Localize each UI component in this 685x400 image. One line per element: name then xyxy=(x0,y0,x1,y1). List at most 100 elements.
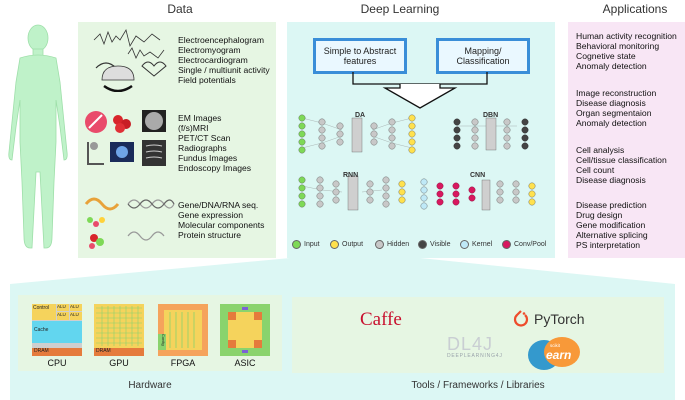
application-item: Organ segmentaion xyxy=(576,108,652,118)
cpu-diagram: Control ALU ALU ALU ALU Cache DRAM xyxy=(32,304,82,356)
legend-visible: Visible xyxy=(418,240,451,249)
signal-item: Electromyogram xyxy=(178,45,241,55)
legend-conv-pool: Conv/Pool xyxy=(502,240,546,249)
scikit-learn-logo: scikit earn xyxy=(528,337,580,371)
dbn-network xyxy=(453,117,529,151)
application-item: Image reconstruction xyxy=(576,88,657,98)
legend-visible-swatch xyxy=(418,240,427,249)
legend-input-swatch xyxy=(292,240,301,249)
cpu-control-label: Control xyxy=(33,305,50,311)
signal-item: Electrocardiogram xyxy=(178,55,248,65)
image-item: (f/s)MRI xyxy=(178,123,209,133)
signal-item: Single / multiunit activity xyxy=(178,65,270,75)
gpu-diagram: DRAM xyxy=(94,304,144,356)
mapping-classification-box: Mapping/ Classification xyxy=(436,38,530,74)
deep-learning-section-title: Deep Learning xyxy=(360,2,440,16)
hardware-caption: Hardware xyxy=(128,380,172,391)
sequence-item: Molecular components xyxy=(178,220,265,230)
simple-to-abstract-box: Simple to Abstract features xyxy=(313,38,407,74)
legend-output-label: Output xyxy=(342,241,364,248)
pytorch-flame-icon xyxy=(513,310,529,327)
cpu-alu-label: ALU xyxy=(70,312,79,317)
data-panel xyxy=(78,22,276,258)
asic-io xyxy=(242,350,248,353)
data-section-title: Data xyxy=(167,2,193,16)
rnn-network xyxy=(298,175,406,211)
legend-input: Input xyxy=(292,240,320,249)
cpu-label: CPU xyxy=(47,358,67,368)
cpu-alu-3: ALU xyxy=(57,312,69,320)
dl4j-label: DL4J xyxy=(447,334,494,354)
legend-hidden-swatch xyxy=(375,240,384,249)
tools-caption: Tools / Frameworks / Libraries xyxy=(411,380,545,391)
networks-diagram xyxy=(298,114,536,211)
legend-kernel-swatch xyxy=(460,240,469,249)
brain-signal-icon xyxy=(101,65,135,92)
asic-block xyxy=(254,312,262,320)
cpu-alu-2: ALU xyxy=(70,304,82,311)
da-label: DA xyxy=(355,112,366,119)
cpu-alu-label: ALU xyxy=(57,312,66,317)
application-item: PS interpretation xyxy=(576,240,641,250)
dl4j-sublabel: DEEPLEARNING4J xyxy=(447,353,503,359)
cpu-cache-label: Cache xyxy=(34,327,49,333)
sequence-item: Protein structure xyxy=(178,230,242,240)
application-item: Cell analysis xyxy=(576,145,625,155)
sequence-item: Gene/DNA/RNA seq. xyxy=(178,200,259,210)
cpu-control: Control xyxy=(32,304,56,320)
applications-section-title: Applications xyxy=(602,2,668,16)
application-item: Cognetive state xyxy=(576,51,636,61)
cpu-alu-label: ALU xyxy=(70,304,79,309)
caffe-logo: Caffe xyxy=(360,309,402,330)
gpu-dram: DRAM xyxy=(94,348,144,356)
tools-panel xyxy=(292,297,664,373)
image-item: EM Images xyxy=(178,113,222,123)
applications-panel xyxy=(568,22,685,258)
legend-hidden-label: Hidden xyxy=(387,241,410,248)
image-item: Radiographs xyxy=(178,143,227,153)
sequence-item: Gene expression xyxy=(178,210,243,220)
image-item: Endoscopy Images xyxy=(178,163,252,173)
asic-block xyxy=(228,312,236,320)
fpga-grid xyxy=(169,312,195,348)
application-item: Disease prediction xyxy=(576,200,647,210)
signal-item: Field potentials xyxy=(178,75,236,85)
legend-kernel-label: Kernel xyxy=(472,241,493,248)
legend-conv-pool-label: Conv/Pool xyxy=(514,241,547,248)
pytorch-label: PyTorch xyxy=(534,311,585,327)
cnn-network xyxy=(420,178,536,211)
fpga-config-label: Config xyxy=(161,334,166,346)
down-arrow-icon xyxy=(352,72,488,109)
fpga-diagram: Config xyxy=(158,304,208,356)
asic-diagram xyxy=(220,304,270,356)
legend-hidden: Hidden xyxy=(375,240,409,249)
cpu-dram-label: DRAM xyxy=(34,348,49,354)
gpu-dram-label: DRAM xyxy=(96,348,111,354)
asic-io xyxy=(242,307,248,310)
rnn-label: RNN xyxy=(343,172,359,179)
asic-label: ASIC xyxy=(234,358,256,368)
dbn-label: DBN xyxy=(483,112,499,119)
application-item: Drug design xyxy=(576,210,623,220)
application-item: Behavioral monitoring xyxy=(576,41,660,51)
eeg-signal-icon xyxy=(93,28,167,77)
cpu-alu-4: ALU xyxy=(70,312,82,320)
da-network xyxy=(298,114,416,154)
image-item: Fundus Images xyxy=(178,153,238,163)
legend-input-label: Input xyxy=(304,241,320,248)
application-item: Cell/tissue classification xyxy=(576,155,667,165)
asic-block xyxy=(228,340,236,348)
dna-sequence-icons xyxy=(84,197,175,249)
scikit-learn-scikit-text: scikit xyxy=(550,343,560,348)
legend-visible-label: Visible xyxy=(430,241,451,248)
application-item: Human activity recognition xyxy=(576,31,677,41)
application-item: Anomaly detection xyxy=(576,61,647,71)
legend-conv-pool-swatch xyxy=(502,240,511,249)
gpu-core-grid xyxy=(96,306,142,346)
mapping-classification-label: Mapping/ Classification xyxy=(456,46,510,66)
scikit-learn-text: earn xyxy=(546,348,572,362)
fpga-label: FPGA xyxy=(170,358,196,368)
application-item: Gene modification xyxy=(576,220,646,230)
cpu-alu-label: ALU xyxy=(57,304,66,309)
legend-kernel: Kernel xyxy=(460,240,492,249)
